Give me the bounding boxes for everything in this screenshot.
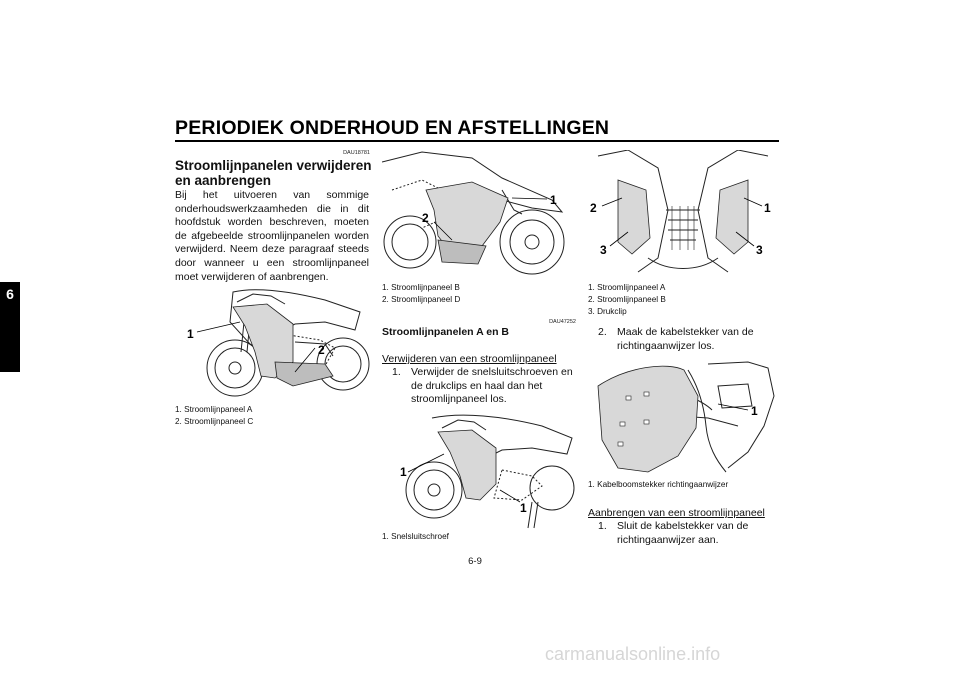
step-text: Maak de kabelstekker van de richtingaanw… (617, 326, 754, 352)
caption-item: 2. Stroomlijnpaneel D (382, 295, 461, 305)
caption-item: 1. Stroomlijnpaneel A (175, 405, 253, 414)
figure-motorcycle-right-side: 1 2 (382, 150, 577, 282)
figure-quick-fastener: 1 1 (382, 410, 577, 530)
step-number: 1. (392, 366, 401, 378)
procedure-heading-remove: Verwijderen van een stroomlijnpaneel (382, 353, 557, 365)
section-heading-line2: en aanbrengen (175, 173, 272, 188)
figure-front-view-panels: 2 1 3 3 (588, 150, 778, 280)
callout-1: 1 (400, 465, 407, 479)
caption-list: 1. Snelsluitschroef (382, 531, 449, 543)
step-text: Verwijder de snelsluitschroeven en de dr… (411, 366, 573, 406)
step-text: Sluit de kabelstekker van de richtingaan… (617, 520, 749, 546)
caption-list: 1. Stroomlijnpaneel B 2. Stroomlijnpanee… (382, 282, 460, 306)
header-rule (175, 140, 779, 142)
subsection-heading: Stroomlijnpanelen A en B (382, 326, 509, 338)
callout-1: 1 (751, 404, 758, 418)
intro-paragraph: Bij het uitvoeren van sommige onderhouds… (175, 189, 369, 283)
section-heading-line1: Stroomlijnpanelen verwijderen (175, 158, 372, 173)
callout-2: 2 (590, 201, 597, 215)
page-title: PERIODIEK ONDERHOUD EN AFSTELLINGEN (175, 117, 610, 139)
section-heading: Stroomlijnpanelen verwijderen en aanbren… (175, 158, 375, 188)
step-number: 2. (598, 326, 607, 338)
caption-item: 2. Stroomlijnpaneel C (175, 417, 254, 427)
caption-item: 1. Snelsluitschroef (382, 532, 449, 541)
procedure-heading-install: Aanbrengen van een stroomlijnpaneel (588, 507, 765, 519)
caption-item: 1. Stroomlijnpaneel B (382, 283, 460, 292)
step-number: 1. (598, 520, 607, 532)
callout-1: 1 (764, 201, 771, 215)
chapter-tab (0, 282, 20, 372)
figure-turn-signal-connector: 1 (588, 356, 778, 476)
caption-item: 2. Stroomlijnpaneel B (588, 295, 666, 305)
callout-1: 1 (520, 501, 527, 515)
callout-3: 3 (600, 243, 607, 257)
procedure-step: 2. Maak de kabelstekker van de richtinga… (598, 326, 779, 353)
caption-item: 1. Kabelboomstekker richtingaanwijzer (588, 480, 729, 489)
caption-list: 1. Kabelboomstekker richtingaanwijzer (588, 479, 728, 491)
section-code: DAU47252 (549, 319, 576, 325)
callout-2: 2 (318, 343, 325, 357)
procedure-step: 1. Sluit de kabelstekker van de richting… (598, 520, 779, 547)
callout-1: 1 (550, 193, 557, 207)
callout-3: 3 (756, 243, 763, 257)
caption-list: 1. Stroomlijnpaneel A 2. Stroomlijnpanee… (588, 282, 666, 319)
caption-item: 3. Drukclip (588, 307, 627, 317)
callout-1: 1 (187, 327, 194, 341)
caption-item: 1. Stroomlijnpaneel A (588, 283, 666, 292)
watermark: carmanualsonline.info (545, 644, 721, 664)
section-code: DAU18781 (343, 150, 370, 156)
caption-list: 1. Stroomlijnpaneel A 2. Stroomlijnpanee… (175, 404, 253, 428)
page-number: 6-9 (468, 556, 482, 567)
procedure-step: 1. Verwijder de snelsluitschroeven en de… (392, 366, 575, 407)
figure-motorcycle-left-side: 1 2 (175, 282, 370, 402)
callout-2: 2 (422, 211, 429, 225)
chapter-number: 6 (6, 286, 14, 302)
